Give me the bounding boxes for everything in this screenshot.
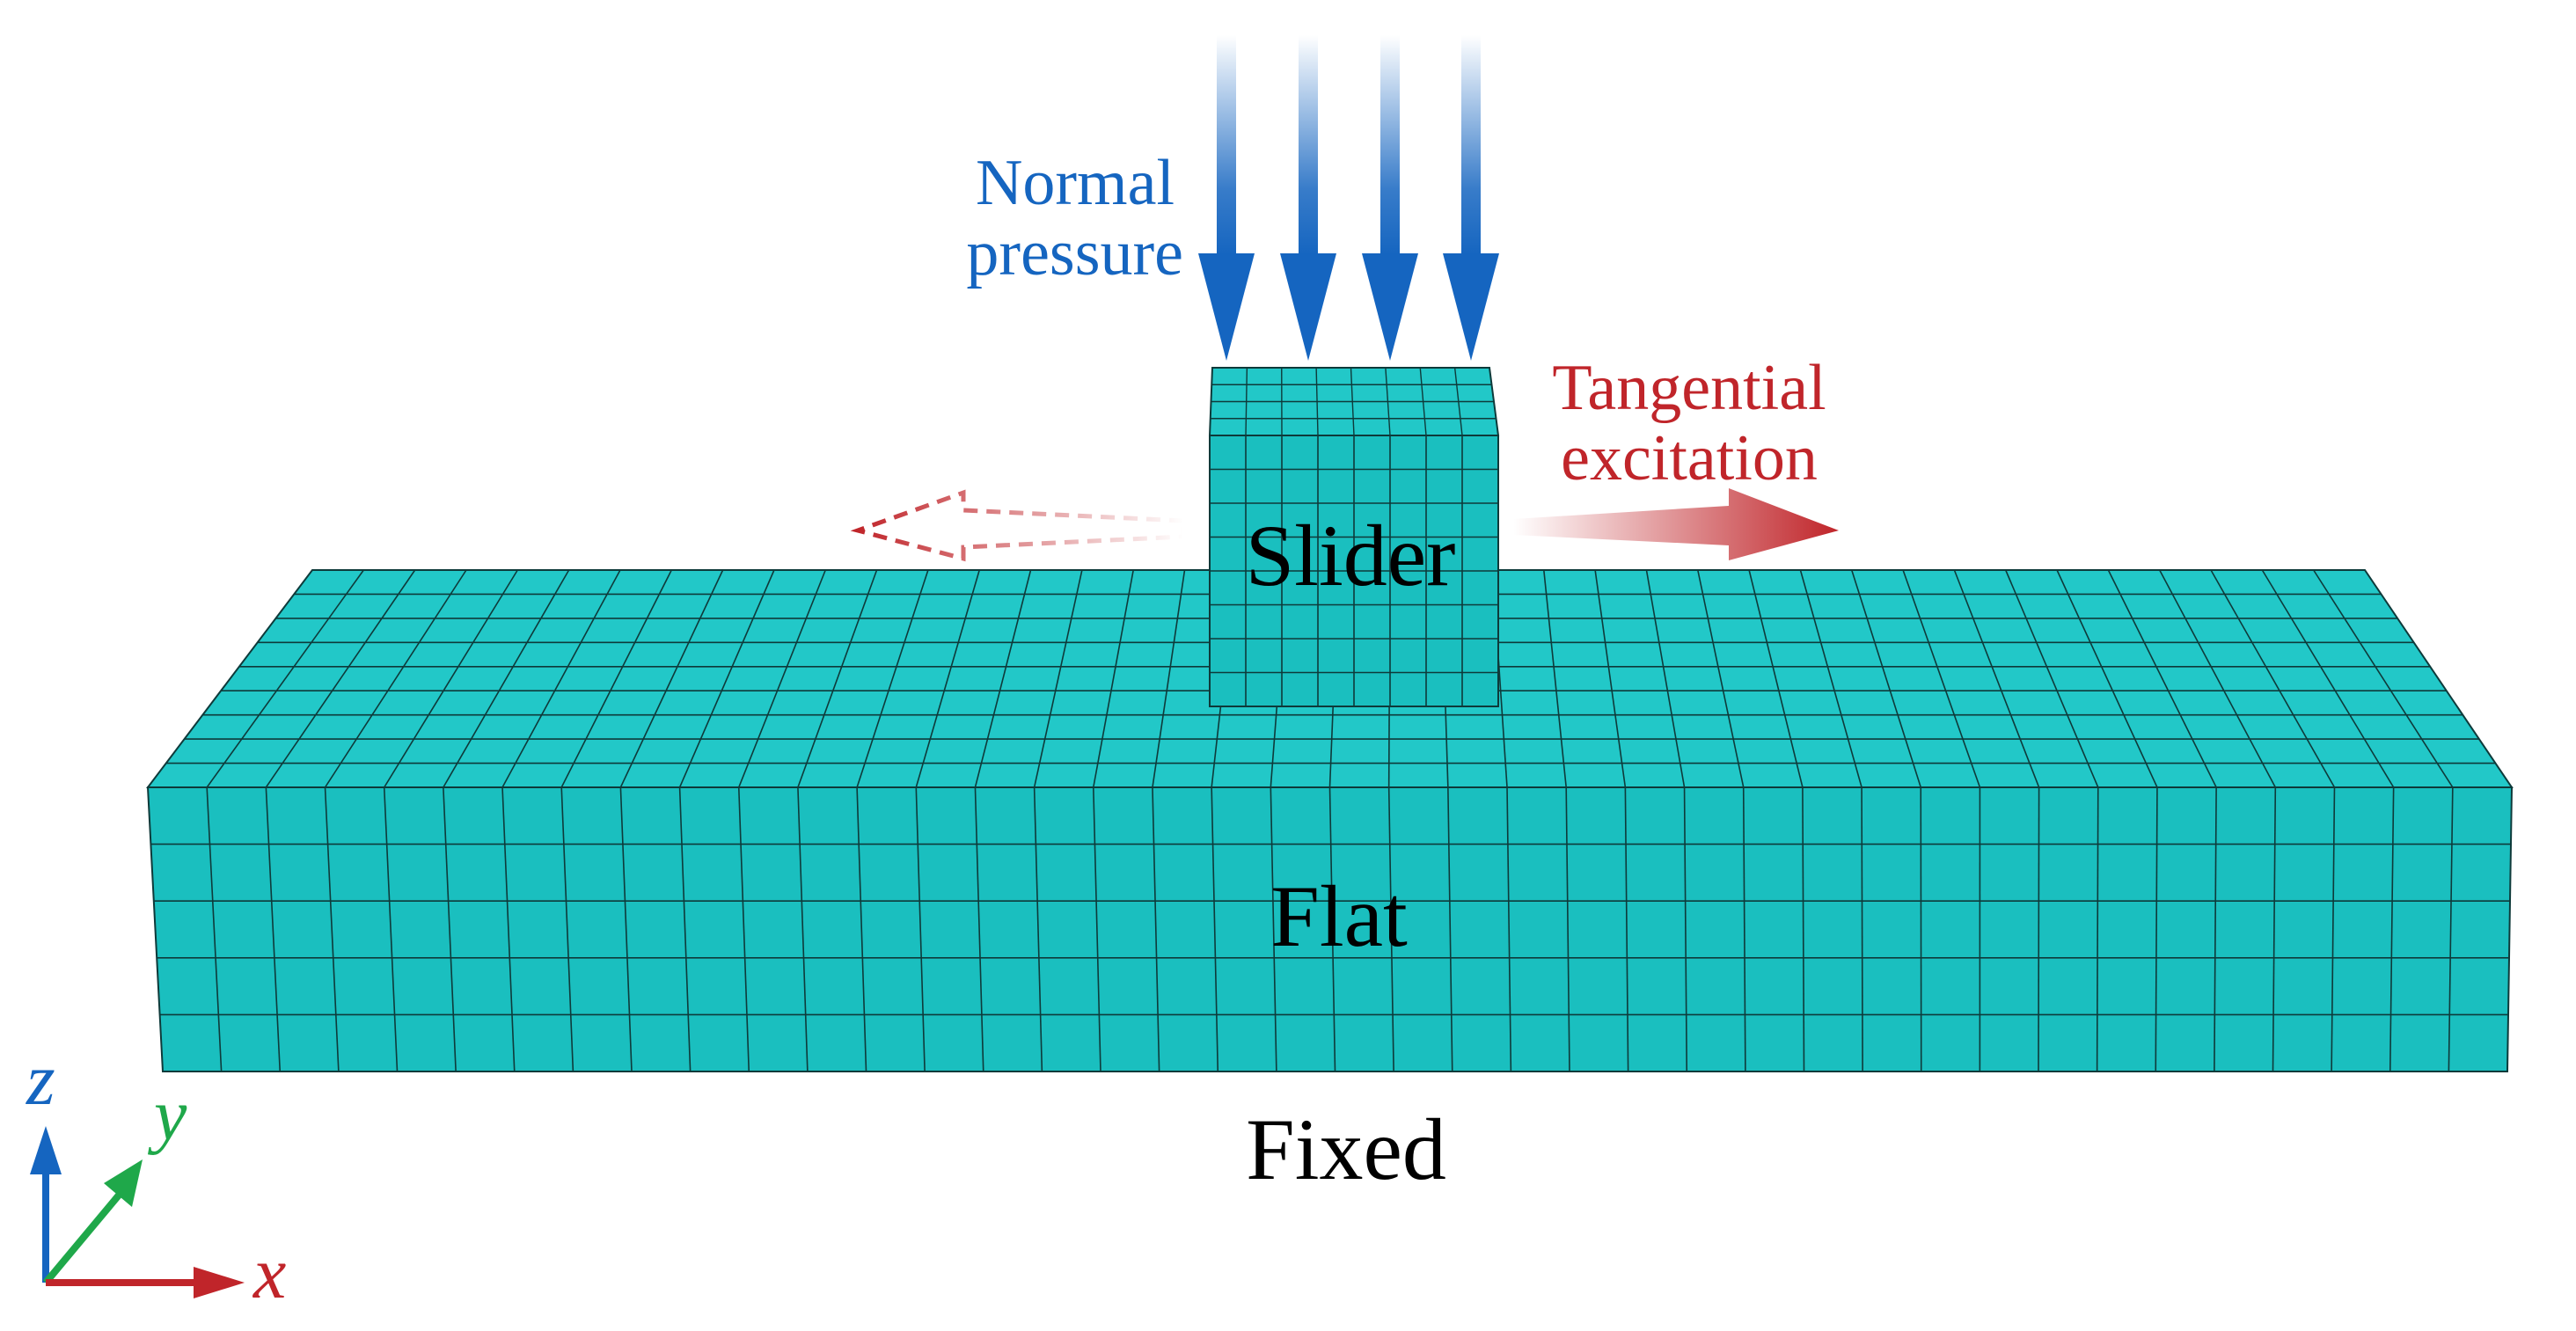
x-axis-arrow bbox=[46, 1267, 245, 1298]
mesh-line bbox=[974, 786, 984, 1072]
mesh-line bbox=[1447, 786, 1453, 1072]
mesh-line bbox=[2389, 786, 2395, 1072]
mesh-line bbox=[1850, 569, 1922, 788]
mesh-line bbox=[1645, 569, 1686, 788]
mesh-line bbox=[2056, 569, 2158, 788]
tangential-label-line2: excitation bbox=[1561, 422, 1818, 494]
mesh-line bbox=[1799, 569, 1862, 788]
mesh-line bbox=[560, 569, 672, 788]
mesh-line bbox=[206, 569, 364, 788]
mesh-line bbox=[678, 786, 692, 1072]
mesh-line bbox=[1328, 786, 1336, 1072]
flat-label: Flat bbox=[1270, 867, 1408, 965]
mesh-line bbox=[797, 569, 878, 788]
pressure-arrow bbox=[1198, 35, 1255, 361]
mesh-line bbox=[2331, 786, 2336, 1072]
slider-mesh bbox=[1210, 367, 1498, 706]
mesh-line bbox=[2158, 569, 2277, 788]
mesh-line bbox=[915, 786, 926, 1072]
axes-triad: z y x bbox=[26, 1039, 286, 1314]
mesh-line bbox=[1748, 569, 1804, 788]
mesh-line bbox=[1683, 786, 1688, 1072]
mesh-line bbox=[265, 786, 282, 1072]
mesh-line bbox=[384, 569, 518, 788]
mesh-line bbox=[443, 786, 457, 1072]
mesh-line bbox=[974, 569, 1032, 788]
mesh-line bbox=[1211, 786, 1219, 1072]
mesh-line bbox=[2313, 569, 2454, 788]
pressure-arrow bbox=[1280, 35, 1336, 361]
mesh-line bbox=[2004, 569, 2099, 788]
mesh-line bbox=[560, 786, 574, 1072]
mesh-line bbox=[1093, 569, 1134, 788]
tangential-label-line1: Tangential bbox=[1552, 352, 1826, 424]
mesh-line bbox=[1093, 786, 1101, 1072]
mesh-line bbox=[1802, 786, 1805, 1072]
mesh-line bbox=[2096, 786, 2099, 1072]
tangential-arrow-right bbox=[1513, 488, 1839, 560]
mesh-line bbox=[619, 569, 724, 788]
mesh-line bbox=[501, 786, 516, 1072]
normal-pressure-arrows bbox=[1198, 35, 1499, 361]
mesh-line bbox=[443, 569, 570, 788]
mesh-line bbox=[1152, 569, 1186, 788]
mesh-line bbox=[619, 786, 633, 1072]
slider-label: Slider bbox=[1246, 507, 1456, 604]
mesh-line bbox=[2107, 569, 2217, 788]
pressure-arrow bbox=[1362, 35, 1418, 361]
mesh-line bbox=[383, 786, 399, 1072]
mesh-line bbox=[1387, 786, 1394, 1072]
mesh-line bbox=[324, 786, 340, 1072]
mesh-line bbox=[2448, 786, 2454, 1072]
mesh-line bbox=[206, 786, 223, 1072]
mesh-line bbox=[265, 569, 416, 788]
flat-front-mesh bbox=[150, 786, 2511, 1072]
mesh-line bbox=[1742, 786, 1746, 1072]
mesh-line bbox=[1033, 786, 1043, 1072]
mesh-line bbox=[501, 569, 621, 788]
mesh-line bbox=[797, 786, 809, 1072]
slider-block bbox=[1208, 367, 1500, 707]
mesh-line bbox=[1033, 569, 1083, 788]
mesh-line bbox=[2038, 786, 2040, 1072]
fixed-label: Fixed bbox=[1246, 1101, 1446, 1198]
y-axis-label: y bbox=[147, 1074, 187, 1156]
pressure-arrow bbox=[1443, 35, 1499, 361]
mesh-line bbox=[1902, 569, 1981, 788]
mesh-line bbox=[2261, 569, 2395, 788]
mesh-line bbox=[324, 569, 467, 788]
mesh-line bbox=[737, 786, 750, 1072]
mesh-line bbox=[1953, 569, 2040, 788]
tangential-arrow-left-dashed bbox=[850, 489, 1186, 562]
mesh-line bbox=[915, 569, 980, 788]
y-axis-arrow bbox=[42, 1159, 143, 1285]
mesh-line bbox=[2214, 786, 2217, 1072]
mesh-line bbox=[2210, 569, 2336, 788]
normal-pressure-label-line1: Normal bbox=[976, 147, 1175, 219]
mesh-line bbox=[1565, 786, 1570, 1072]
z-axis-label: z bbox=[26, 1039, 55, 1121]
mesh-line bbox=[678, 569, 775, 788]
mesh-line bbox=[2155, 786, 2158, 1072]
mesh-line bbox=[1696, 569, 1745, 788]
mesh-line bbox=[856, 786, 867, 1072]
z-axis-arrow bbox=[30, 1126, 62, 1283]
mesh-line bbox=[1506, 786, 1512, 1072]
mesh-line bbox=[1594, 569, 1627, 788]
mesh-line bbox=[856, 569, 929, 788]
mesh-line bbox=[1624, 786, 1629, 1072]
mesh-line bbox=[738, 569, 826, 788]
normal-pressure-label-line2: pressure bbox=[966, 217, 1183, 289]
mesh-line bbox=[1152, 786, 1160, 1072]
x-axis-label: x bbox=[252, 1232, 286, 1314]
mesh-line bbox=[1543, 569, 1567, 788]
mesh-line bbox=[2272, 786, 2277, 1072]
mesh-line bbox=[1270, 786, 1277, 1072]
